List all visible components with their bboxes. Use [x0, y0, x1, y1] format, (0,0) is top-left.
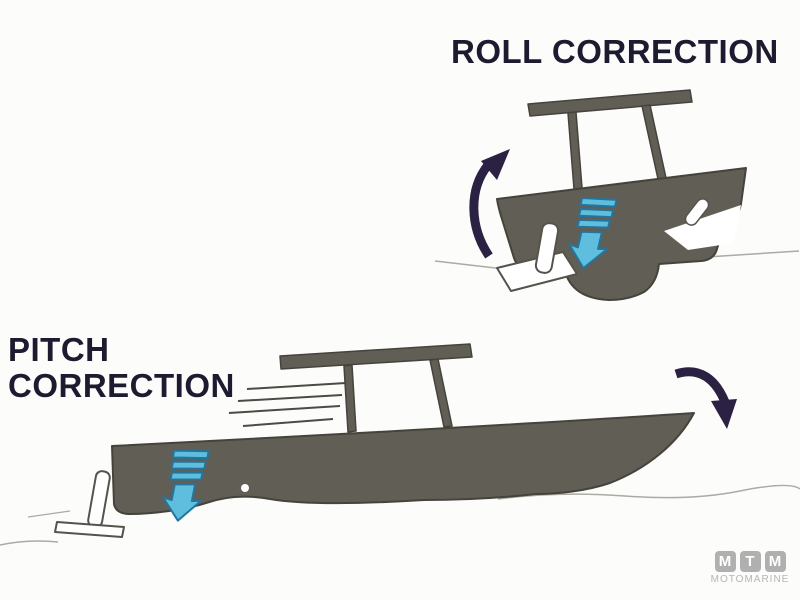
pitch-waterline-left: [0, 540, 59, 546]
pitch-rotation-arrow-head: [711, 399, 737, 429]
pitch-waterline-stern: [27, 510, 71, 518]
mtm-logo-box-3: M: [764, 551, 786, 572]
roll-boat-ttop-left-leg: [567, 111, 583, 190]
roll-correction-title: ROLL CORRECTION: [451, 33, 779, 70]
mtm-logo-box-1: M: [714, 551, 736, 572]
roll-rotation-arrow-curve: [469, 162, 493, 259]
roll-boat-ttop-roof: [527, 89, 693, 117]
speed-line-3: [228, 405, 341, 414]
roll-starboard-actuator: [684, 198, 710, 226]
roll-rotation-arrow-icon: [469, 149, 510, 259]
hull-drain-dot: [241, 484, 249, 492]
speed-line-2: [237, 394, 343, 402]
mtm-logo-name: MOTOMARINE: [710, 574, 790, 585]
pitch-rotation-arrow-icon: [674, 367, 737, 429]
roll-port-actuator: [534, 222, 560, 274]
pitch-rotation-arrow-curve: [674, 367, 730, 404]
pitch-stern-trim-tab-plate: [54, 521, 125, 538]
pitch-boat-ttop-left-leg: [343, 364, 357, 433]
roll-scene: [434, 89, 800, 301]
roll-waterline-left: [434, 260, 505, 270]
mtm-motomarine-logo: M T M MOTOMARINE: [709, 551, 791, 585]
pitch-title-line2: CORRECTION: [8, 367, 235, 404]
mtm-logo-boxes: M T M: [714, 551, 786, 572]
roll-starboard-trim-tab-pocket: [664, 205, 741, 250]
roll-rotation-arrow-head: [481, 149, 510, 180]
roll-boat-ttop-right-leg: [641, 104, 667, 180]
pitch-stern-actuator: [87, 470, 111, 528]
mtm-logo-box-2: T: [739, 551, 761, 572]
speed-line-4: [242, 418, 334, 427]
speed-line-1: [246, 382, 347, 390]
pitch-scene: [0, 343, 800, 546]
pitch-boat-ttop-roof: [279, 343, 473, 370]
pitch-boat-ttop-right-leg: [429, 358, 453, 428]
pitch-title-line1: PITCH: [8, 331, 110, 368]
speed-lines: [228, 382, 347, 427]
